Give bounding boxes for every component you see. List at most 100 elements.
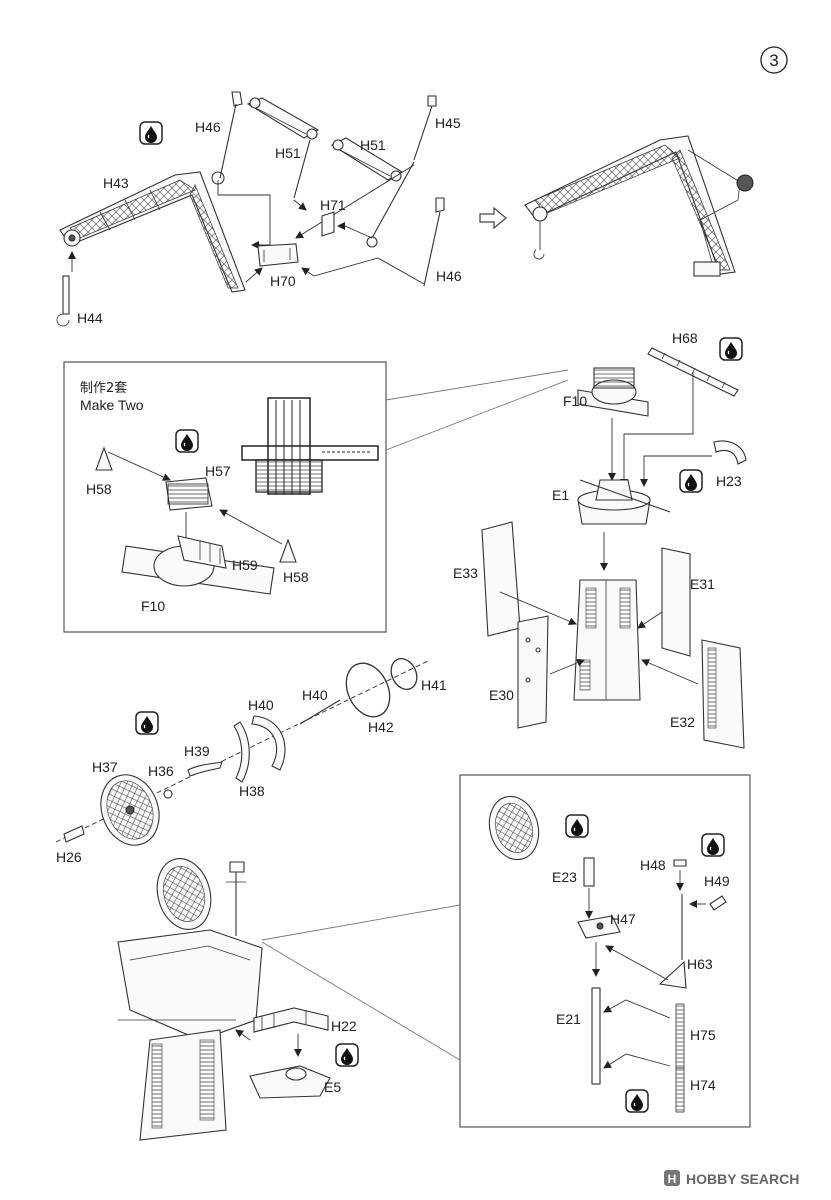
label-h70: H70: [270, 273, 296, 289]
label-h58-right: H58: [283, 569, 309, 585]
mast-detail-frame: [459, 774, 751, 1128]
rod-h40: [299, 699, 341, 725]
label-h48: H48: [640, 857, 666, 873]
base-h70: [245, 243, 299, 283]
watermark-text: HOBBY SEARCH: [686, 1171, 799, 1187]
label-e5: E5: [324, 1079, 341, 1095]
grille-block: [165, 477, 213, 549]
label-h49: H49: [704, 873, 730, 889]
railing-h23: [640, 440, 747, 487]
label-h57: H57: [205, 463, 231, 479]
label-h47: H47: [610, 911, 636, 927]
panel-e30: [517, 615, 585, 729]
tower-assembly: H68 F10 E1 H23: [453, 330, 747, 749]
hobby-search-logo-icon: [664, 1170, 680, 1186]
arc-h40: [251, 715, 286, 771]
label-h43: H43: [103, 175, 129, 191]
tower-dish: [156, 858, 212, 930]
base-e5: [249, 1065, 331, 1099]
tower-bottom-assembly: H22 E5: [117, 858, 461, 1141]
callout-pointer: [385, 369, 569, 451]
label-e30: E30: [489, 687, 514, 703]
detail-dish: [488, 795, 540, 861]
mast-h48: [673, 859, 687, 960]
turret-f10-detail: [121, 535, 275, 595]
label-h23: H23: [716, 473, 742, 489]
glue-drop-icon: [625, 1089, 649, 1113]
label-h22: H22: [331, 1018, 357, 1034]
ladder-h68: [620, 347, 739, 487]
step-number: 3: [769, 51, 778, 70]
label-h74: H74: [690, 1077, 716, 1093]
rib-h38: [233, 721, 250, 783]
ring-h42: [345, 662, 391, 718]
label-e33: E33: [453, 565, 478, 581]
label-h42: H42: [368, 719, 394, 735]
glue-drop-icon: [719, 337, 743, 361]
ladder-h75: [603, 999, 685, 1069]
panel-e33: [481, 521, 577, 637]
detail-frame: [63, 361, 387, 633]
crane-assembly: H43 H44 H46 H51: [56, 91, 754, 327]
ring-h41: [390, 657, 418, 691]
glue-drop-icon: [679, 469, 703, 493]
tower-body-lower: [117, 929, 263, 1141]
glue-drop-icon: [565, 814, 589, 838]
turret-f10-top: [577, 367, 649, 481]
label-f10-detail: F10: [141, 598, 165, 614]
hollow-arrow-icon: [479, 206, 507, 230]
dish-h37: [100, 774, 160, 846]
label-h59: H59: [232, 557, 258, 573]
beam-h51-right: [330, 137, 404, 182]
bracket-h71: [321, 211, 373, 239]
label-h71: H71: [320, 197, 346, 213]
label-e31: E31: [690, 576, 715, 592]
pole-e21: [591, 987, 601, 1085]
step-number-badge: 3: [760, 46, 788, 74]
label-h68: H68: [672, 330, 698, 346]
hook-h44: [56, 251, 76, 327]
label-h40-rod: H40: [302, 687, 328, 703]
bracket-h58-right: [219, 509, 297, 563]
label-h58-left: H58: [86, 481, 112, 497]
strut-h46-top: [217, 91, 271, 249]
tower-top-e1: [577, 479, 671, 525]
label-e1: E1: [552, 487, 569, 503]
tower-body: [573, 579, 641, 701]
label-h45: H45: [435, 115, 461, 131]
bracket-h63: [605, 945, 687, 989]
radar-dish-assembly: H37 H26 H36 H39 H38 H40 H40: [55, 657, 447, 865]
panel-e31: [637, 547, 691, 657]
assembly-axis: [55, 659, 431, 843]
ladder-h74: [603, 1053, 685, 1113]
crane-completed: [524, 135, 754, 277]
label-h51-left: H51: [275, 145, 301, 161]
label-h36: H36: [148, 763, 174, 779]
bracket-h58-left: [95, 446, 171, 481]
label-h38: H38: [239, 783, 265, 799]
railing-h22: [253, 1007, 329, 1057]
rib-h39: [187, 761, 223, 777]
make-two-box: 制作2套 Make Two H57 H58 H58: [63, 361, 569, 633]
glue-drop-icon: [335, 1043, 359, 1067]
label-e23: E23: [552, 869, 577, 885]
platform-h47: [577, 915, 621, 977]
make-two-cn: 制作2套: [80, 380, 127, 396]
crane-boom-h43: [59, 171, 246, 293]
label-h75: H75: [690, 1027, 716, 1043]
label-h40-arc: H40: [248, 697, 274, 713]
callout-pointer-bottom: [261, 904, 461, 1061]
mast-e23: [583, 857, 595, 919]
panel-e32: [641, 639, 745, 749]
strut-h45: [295, 95, 437, 248]
watermark: H HOBBY SEARCH: [664, 1170, 799, 1187]
label-f10-top: F10: [563, 393, 587, 409]
label-h51-right: H51: [360, 137, 386, 153]
label-h39: H39: [184, 743, 210, 759]
label-h44: H44: [77, 310, 103, 326]
glue-drop-icon: [701, 833, 725, 857]
photo-etch-h57: [241, 397, 379, 495]
make-two-en: Make Two: [80, 397, 144, 413]
glue-drop-icon: [135, 711, 159, 735]
